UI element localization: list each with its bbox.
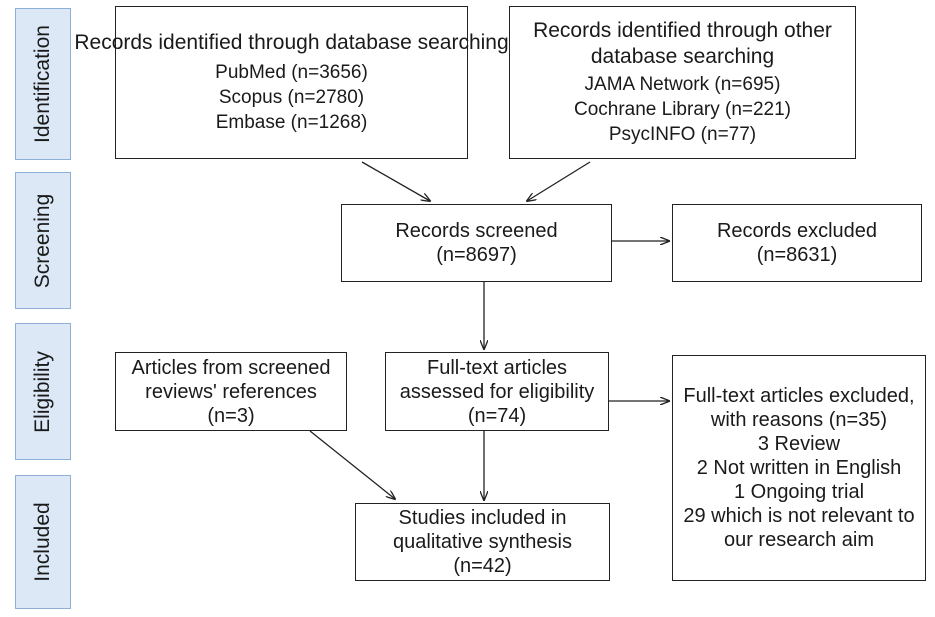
studies-included-box: Studies included in qualitative synthesi… [355,503,610,581]
fulltext-assessed-box: Full-text articles assessed for eligibil… [385,352,609,431]
records-screened-label: Records screened [395,220,558,242]
database-search-item: Embase (n=1268) [215,112,368,133]
database-search-title: Records identified through database sear… [74,31,509,54]
database-search-item: PubMed (n=3656) [215,62,368,83]
other-search-item: Cochrane Library (n=221) [573,99,792,120]
references-line: Articles from screened [131,356,331,379]
arrow-db-to-screened [361,161,430,201]
other-search-box: Records identified through other databas… [509,6,856,159]
fulltext-excluded-reason: 3 Review [757,433,841,455]
stage-identification: Identification [15,8,71,160]
records-excluded-box: Records excluded (n=8631) [672,204,922,282]
database-search-box: Records identified through database sear… [74,6,509,159]
fulltext-line: Full-text articles [426,356,568,379]
references-count: (n=3) [207,404,255,427]
arrow-references-to-included [309,430,395,499]
fulltext-excluded-reason: our research aim [723,529,875,551]
fulltext-excluded-line: Full-text articles excluded, [683,385,915,407]
other-search-item: PsycINFO (n=77) [608,124,757,145]
included-line: Studies included in [398,507,567,529]
fulltext-excluded-box: Full-text articles excluded, with reason… [672,355,926,581]
fulltext-excluded-reason: 2 Not written in English [696,457,902,479]
records-screened-box: Records screened (n=8697) [341,204,612,282]
screened-references-box: Articles from screened reviews' referenc… [115,352,347,431]
references-line: reviews' references [145,380,317,403]
arrow-other-to-screened [527,161,591,201]
other-search-title: Records identified through other [533,19,832,42]
records-excluded-count: (n=8631) [756,244,838,266]
stage-eligibility: Eligibility [15,323,71,460]
fulltext-count: (n=74) [467,404,527,427]
records-excluded-label: Records excluded [716,220,878,242]
database-search-item: Scopus (n=2780) [218,87,365,108]
fulltext-line: assessed for eligibility [399,380,595,403]
other-search-item: JAMA Network (n=695) [584,74,781,95]
fulltext-excluded-reason: 1 Ongoing trial [733,481,865,503]
included-count: (n=42) [453,555,512,577]
other-search-title: database searching [590,45,775,68]
fulltext-excluded-reason: 29 which is not relevant to [683,505,915,527]
stage-screening: Screening [15,172,71,309]
stage-included: Included [15,475,71,609]
records-screened-count: (n=8697) [436,244,517,266]
fulltext-excluded-line: with reasons (n=35) [710,409,888,431]
included-line: qualitative synthesis [393,531,572,553]
